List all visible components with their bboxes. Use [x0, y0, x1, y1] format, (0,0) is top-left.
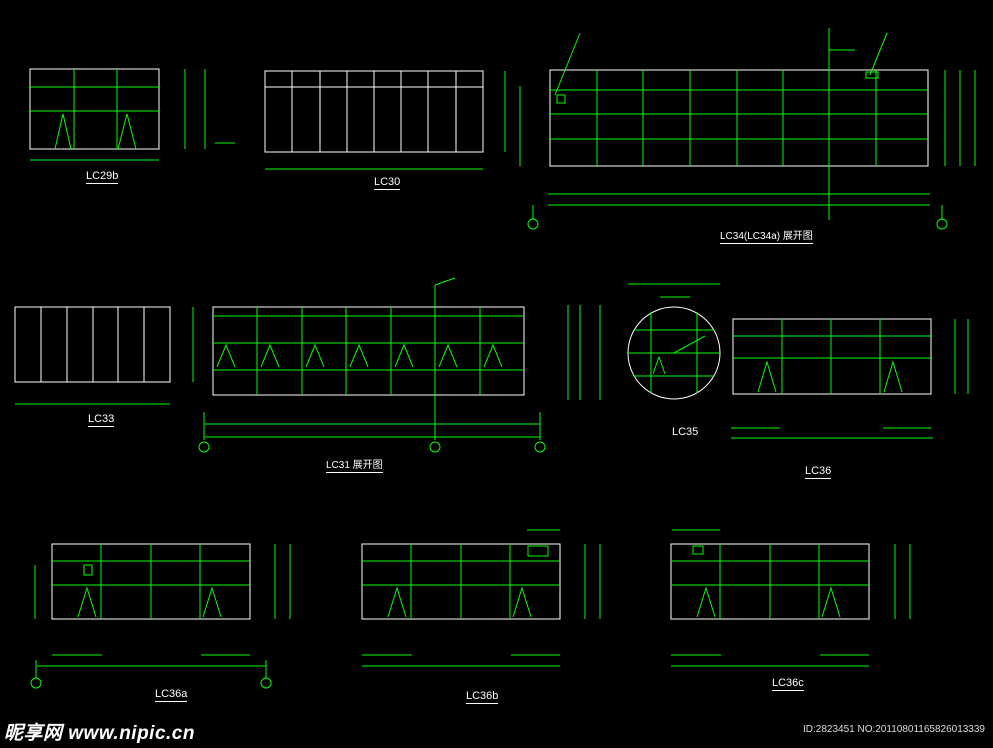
drawing-title-lc36b: LC36b [466, 690, 499, 704]
drawing-title-lc29b: LC29b [86, 170, 119, 184]
elevation-lc33 [14, 306, 194, 405]
drawing-title-lc36: LC36 [805, 465, 832, 479]
drawing-title-lc31: LC31 展开图 [326, 456, 383, 473]
drawing-title-lc36c: LC36c [772, 677, 804, 691]
image-id-text: ID:2823451 NO:20110801165826013339 [802, 724, 985, 735]
watermark-logo: 昵享网 www.nipic.cn [4, 723, 195, 744]
drawing-title-lc34: LC34(LC34a) 展开图 [720, 227, 813, 244]
elevation-lc36 [731, 318, 969, 439]
elevation-lc31 [198, 277, 546, 453]
drawing-title-lc35: LC35 [672, 426, 699, 438]
elevation-lc36b [361, 529, 601, 667]
elevation-lc35 [567, 283, 721, 400]
elevation-lc30 [264, 70, 506, 170]
elevation-lc29b [29, 68, 235, 161]
elevation-lc34 [519, 28, 976, 230]
drawing-title-lc33: LC33 [88, 413, 115, 427]
elevation-lc36c [670, 529, 911, 667]
drawing-title-lc36a: LC36a [155, 688, 188, 702]
elevation-lc36a [30, 543, 291, 689]
drawing-title-lc30: LC30 [374, 176, 401, 190]
